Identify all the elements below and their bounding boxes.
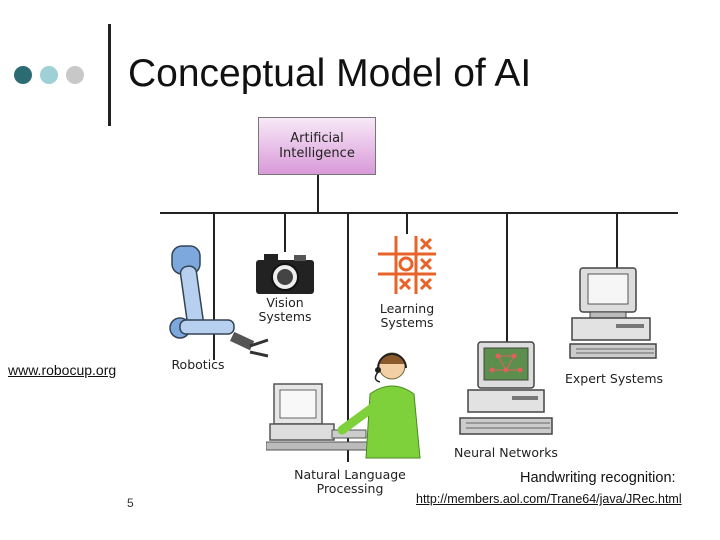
handwriting-caption: Handwriting recognition: <box>520 470 676 486</box>
handwriting-link[interactable]: http://members.aol.com/Trane64/java/JRec… <box>416 492 682 506</box>
root-node-line2: Intelligence <box>279 146 355 161</box>
neural-computer-icon <box>459 341 553 435</box>
nlp-label-line1: Natural Language <box>294 467 406 482</box>
vision-connector <box>284 212 286 252</box>
nlp-connector <box>347 212 349 462</box>
robotic-arm-icon <box>169 245 269 358</box>
neural-label: Neural Networks <box>454 445 558 460</box>
teal-dot-icon <box>14 66 32 84</box>
root-node-box <box>258 117 376 175</box>
vision-label-line1: Vision <box>266 295 304 310</box>
light-blue-dot-icon <box>40 66 58 84</box>
vision-label-line2: Systems <box>258 309 312 324</box>
camera-icon <box>256 254 314 294</box>
robocup-link[interactable]: www.robocup.org <box>8 362 117 378</box>
page-number: 5 <box>127 496 134 510</box>
title-divider <box>108 24 111 126</box>
root-connector <box>317 175 319 213</box>
learning-label-line1: Learning <box>379 301 435 316</box>
neural-connector <box>506 212 508 342</box>
person-at-computer-icon <box>266 352 421 459</box>
slide-title: Conceptual Model of AI <box>128 52 532 95</box>
expert-computer-icon <box>569 267 657 359</box>
expert-label: Expert Systems <box>564 371 664 386</box>
robotics-label: Robotics <box>171 357 225 372</box>
vision-label: Vision Systems <box>252 296 318 324</box>
learning-label-line2: Systems <box>380 315 434 330</box>
gray-dot-icon <box>66 66 84 84</box>
root-node-label: Artificial Intelligence <box>258 131 376 161</box>
learning-connector <box>406 212 408 234</box>
tic-tac-toe-icon <box>378 236 436 294</box>
robotics-connector <box>213 212 215 360</box>
expert-connector <box>616 212 618 270</box>
branch-bus-line <box>160 212 678 214</box>
nlp-label: Natural Language Processing <box>286 468 414 496</box>
learning-label: Learning Systems <box>370 302 444 330</box>
root-node-line1: Artificial <box>290 131 344 146</box>
nlp-label-line2: Processing <box>316 481 384 496</box>
